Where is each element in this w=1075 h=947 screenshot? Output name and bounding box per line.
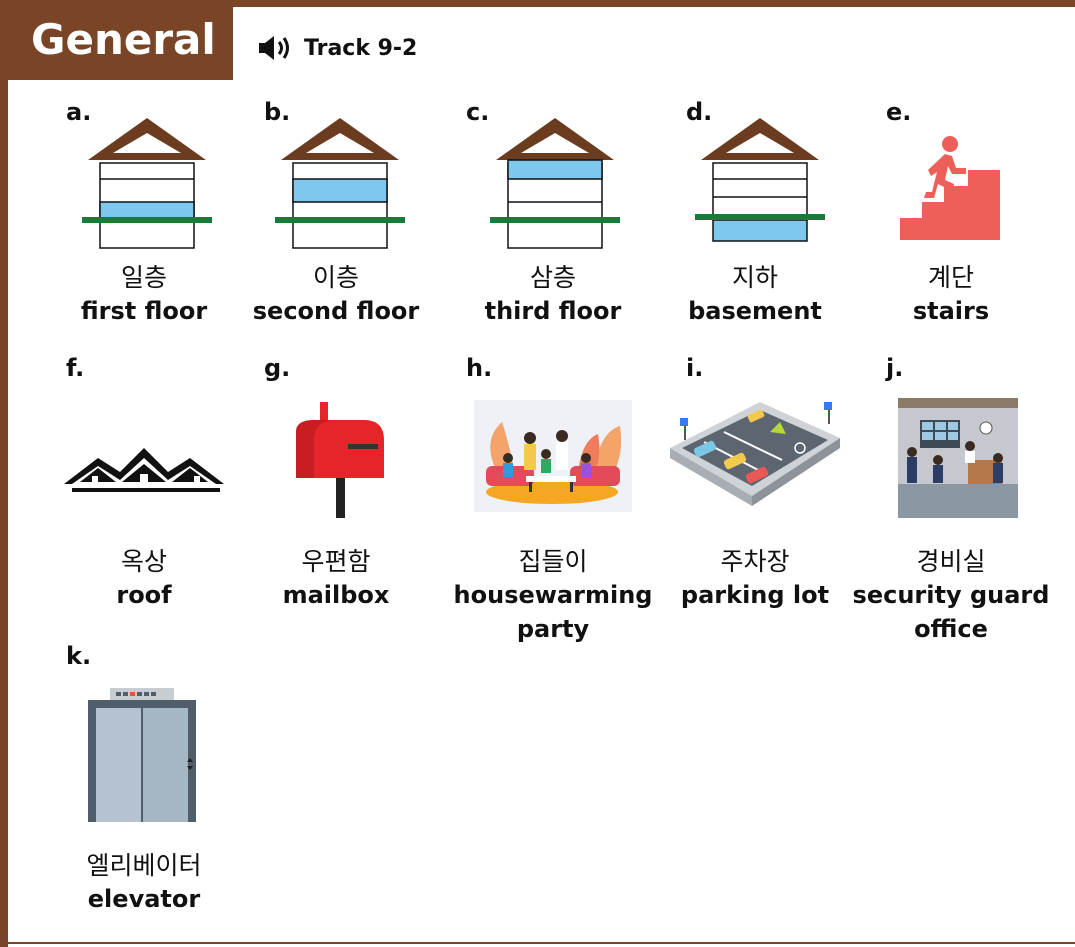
english-word: first floor bbox=[80, 297, 208, 325]
item-letter: h. bbox=[466, 354, 493, 382]
basement-icon bbox=[695, 118, 825, 242]
english-word: second floor bbox=[252, 297, 420, 325]
english-word: parking lot bbox=[680, 581, 830, 609]
mailbox-icon bbox=[296, 402, 384, 518]
item-caption: 우편함 mailbox bbox=[226, 546, 446, 612]
item-caption: 집들이 housewarming party bbox=[443, 546, 663, 646]
item-letter: k. bbox=[66, 642, 92, 670]
item-letter: c. bbox=[466, 98, 490, 126]
frame-left-border bbox=[0, 0, 8, 947]
english-word: stairs bbox=[912, 297, 990, 325]
item-letter: e. bbox=[886, 98, 912, 126]
track-label: Track 9-2 bbox=[304, 35, 418, 61]
korean-word: 일층 bbox=[120, 263, 167, 292]
item-letter: j. bbox=[886, 354, 904, 382]
elevator-icon bbox=[88, 688, 196, 822]
section-title: General bbox=[31, 15, 216, 64]
item-caption: 계단 stairs bbox=[841, 262, 1061, 328]
item-letter: b. bbox=[264, 98, 291, 126]
parking-lot-icon bbox=[670, 402, 840, 506]
english-word: security guard office bbox=[852, 581, 1050, 643]
korean-word: 경비실 bbox=[916, 547, 986, 576]
item-caption: 경비실 security guard office bbox=[841, 546, 1061, 646]
item-caption: 일층 first floor bbox=[34, 262, 254, 328]
item-caption: 지하 basement bbox=[645, 262, 865, 328]
english-word: housewarming party bbox=[453, 581, 653, 643]
korean-word: 옥상 bbox=[120, 547, 167, 576]
korean-word: 지하 bbox=[731, 263, 778, 292]
item-caption: 이층 second floor bbox=[226, 262, 446, 328]
korean-word: 계단 bbox=[927, 263, 974, 292]
section-header-tab: General bbox=[0, 0, 233, 80]
item-letter: f. bbox=[66, 354, 85, 382]
korean-word: 집들이 bbox=[518, 547, 588, 576]
security-office-icon bbox=[898, 398, 1018, 518]
korean-word: 이층 bbox=[312, 263, 359, 292]
frame-bottom-border bbox=[8, 942, 1075, 944]
stairs-icon bbox=[900, 136, 1000, 240]
korean-word: 엘리베이터 bbox=[86, 851, 202, 880]
english-word: roof bbox=[116, 581, 172, 609]
item-letter: i. bbox=[686, 354, 704, 382]
first-floor-icon bbox=[82, 118, 212, 249]
item-caption: 엘리베이터 elevator bbox=[34, 850, 254, 916]
korean-word: 주차장 bbox=[720, 547, 790, 576]
english-word: elevator bbox=[87, 885, 201, 913]
english-word: mailbox bbox=[282, 581, 390, 609]
frame-top-border bbox=[0, 0, 1075, 7]
item-caption: 주차장 parking lot bbox=[645, 546, 865, 612]
audio-track-button[interactable]: Track 9-2 bbox=[258, 30, 417, 66]
party-icon bbox=[474, 400, 632, 512]
item-caption: 옥상 roof bbox=[34, 546, 254, 612]
speaker-icon bbox=[259, 36, 289, 60]
roof-icon bbox=[64, 448, 224, 492]
korean-word: 우편함 bbox=[301, 547, 371, 576]
item-letter: d. bbox=[686, 98, 713, 126]
second-floor-icon bbox=[275, 118, 405, 249]
third-floor-icon bbox=[490, 118, 620, 249]
item-letter: g. bbox=[264, 354, 291, 382]
item-letter: a. bbox=[66, 98, 92, 126]
english-word: basement bbox=[688, 297, 822, 325]
english-word: third floor bbox=[484, 297, 622, 325]
item-caption: 삼층 third floor bbox=[443, 262, 663, 328]
korean-word: 삼층 bbox=[529, 263, 576, 292]
